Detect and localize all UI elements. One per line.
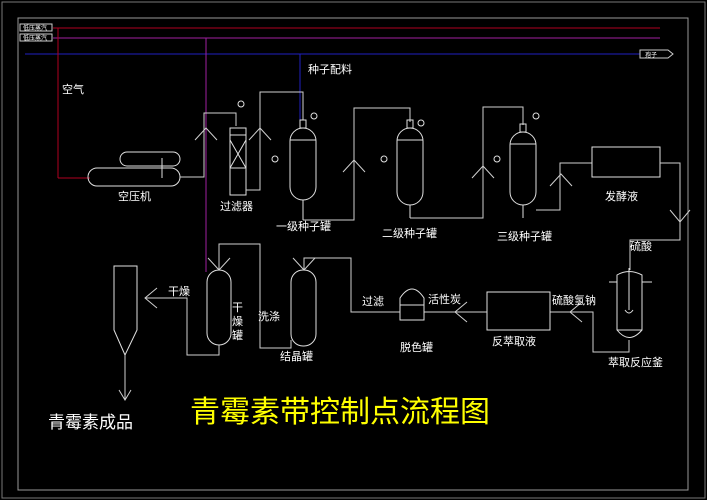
spore-line: 孢子 [25, 49, 674, 59]
drying-tank [206, 269, 232, 346]
extraction-reactor [609, 268, 652, 338]
filter-label: 过滤器 [220, 200, 253, 213]
drying-tank-label-1: 干 [232, 301, 243, 314]
steam-line-1-label: 低压蒸汽 [23, 24, 47, 32]
seed-tank-3 [493, 112, 540, 218]
compressor-label: 空压机 [118, 189, 151, 203]
seed-tank-1-label: 一级种子罐 [276, 219, 331, 233]
decolor-tank [399, 288, 425, 321]
air-compressor [87, 151, 181, 187]
product-label: 青霉素成品 [48, 413, 133, 433]
fermentation-broth-label: 发酵液 [605, 189, 638, 203]
crystallization-tank-label: 结晶罐 [280, 350, 313, 363]
air-label: 空气 [62, 82, 84, 96]
drying-tank-label-3: 罐 [232, 329, 243, 342]
steam-line-1: 低压蒸汽 [19, 23, 660, 32]
filtration-label: 过滤 [362, 295, 384, 308]
fermenter [591, 146, 661, 178]
seed-ingredients-label: 种子配料 [308, 62, 352, 76]
drying-tank-label-2: 燥 [232, 315, 243, 328]
decolor-tank-label: 脱色罐 [400, 340, 433, 354]
drying-label: 干燥 [168, 285, 190, 298]
sulfuric-acid-label: 硫酸 [630, 239, 652, 253]
back-extraction-vessel [486, 291, 551, 331]
product-silo [113, 265, 138, 357]
air-filter [229, 100, 247, 196]
seed-tank-3-label: 三级种子罐 [497, 229, 552, 243]
back-extract-label: 反萃取液 [492, 334, 536, 348]
activated-carbon-label: 活性炭 [428, 292, 461, 306]
steam-line-2: 低压蒸汽 [19, 33, 660, 42]
seed-tank-2-label: 二级种子罐 [382, 226, 437, 240]
inner-frame [17, 17, 689, 491]
crystallization-tank [290, 269, 317, 347]
washing-label: 洗涤 [258, 309, 280, 323]
seed-tank-1 [271, 112, 318, 220]
extraction-reactor-label: 萃取反应釜 [608, 355, 663, 369]
diagram-title: 青霉素带控制点流程图 [190, 395, 490, 430]
sodium-bisulfate-label: 硫酸氢钠 [552, 293, 596, 307]
seed-tank-2 [380, 119, 425, 218]
steam-line-2-label: 低压蒸汽 [23, 34, 47, 42]
spore-label: 孢子 [645, 51, 657, 59]
